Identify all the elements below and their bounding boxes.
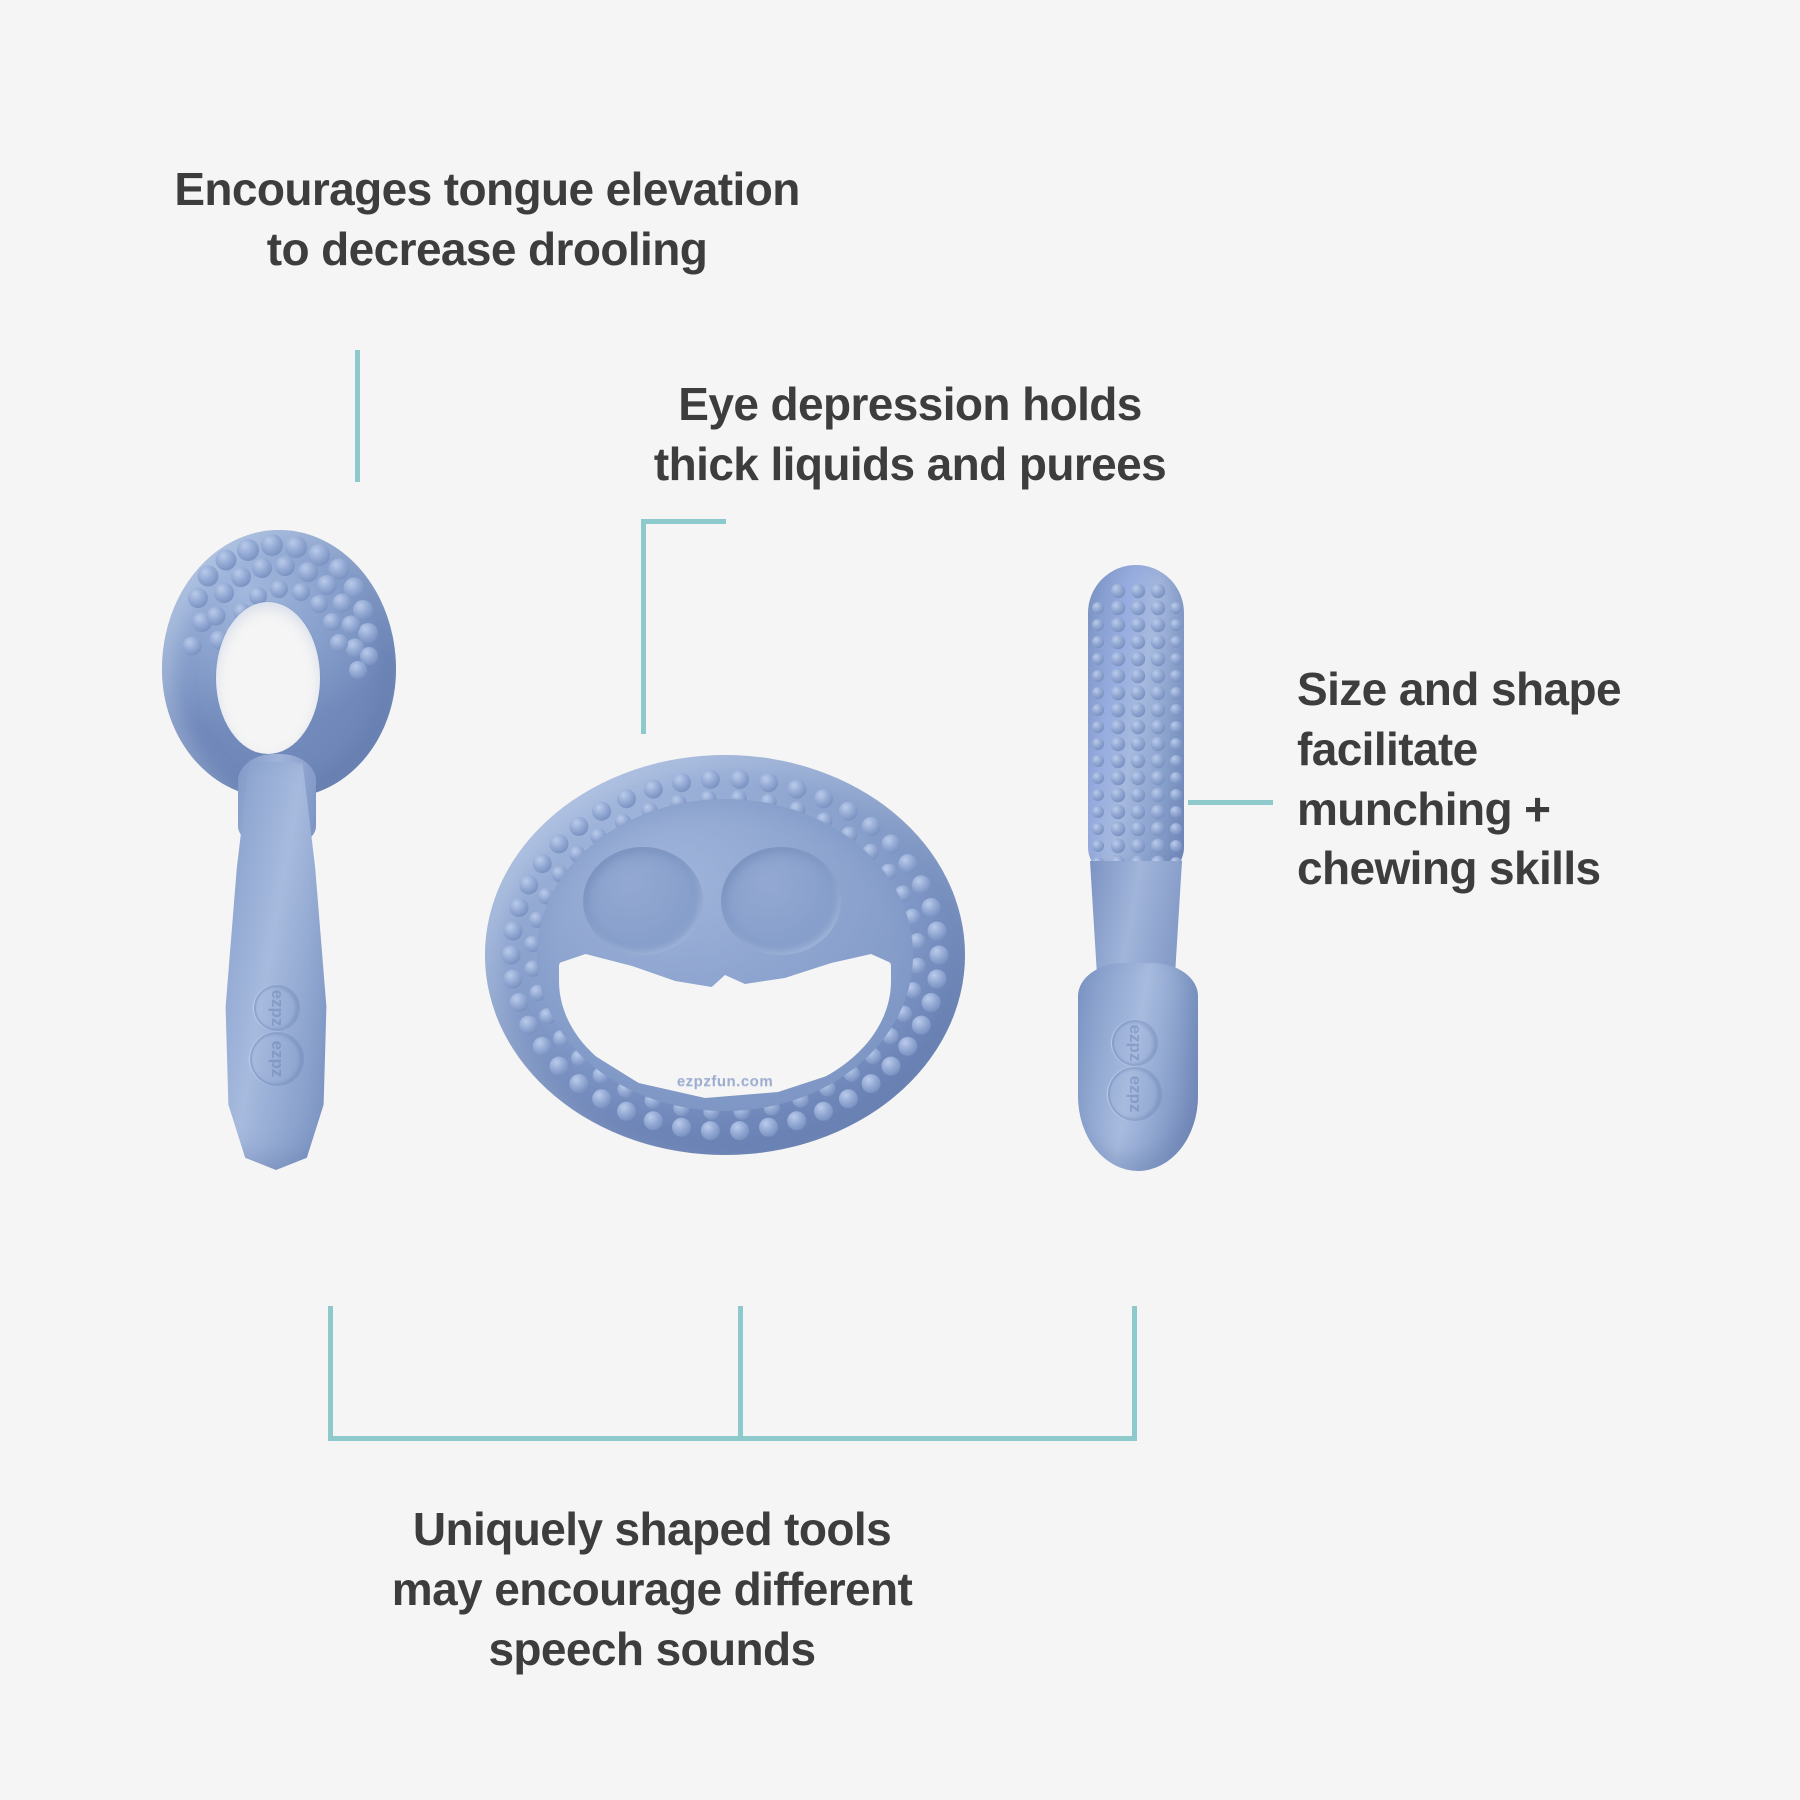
product-chewy-stick: ezpz ezpz <box>1050 565 1250 1171</box>
stick-textured-head <box>1088 565 1184 877</box>
stick-handle <box>1078 963 1198 1171</box>
ezpz-logo-stamp-upper: ezpz <box>254 985 300 1031</box>
ezpz-logo-stamp-stick-upper: ezpz <box>1112 1020 1158 1066</box>
callout-tongue-elevation: Encourages tongue elevation to decrease … <box>174 163 800 275</box>
connector-tongue-vertical <box>355 350 360 482</box>
oval-eye-depression-right <box>721 847 841 955</box>
connector-speech-left-vertical <box>328 1306 333 1440</box>
ezpz-logo-stamp-lower: ezpz <box>250 1032 304 1086</box>
ring-handle <box>225 762 327 1170</box>
connector-eye-vertical <box>641 519 646 734</box>
connector-eye-horizontal <box>641 519 726 524</box>
ezpz-logo-stamp-stick-lower: ezpz <box>1108 1067 1162 1121</box>
stick-taper <box>1090 861 1182 981</box>
connector-speech-right-vertical <box>1132 1306 1137 1440</box>
stick-bump-texture <box>1092 583 1182 871</box>
connector-speech-horizontal <box>328 1436 1137 1441</box>
callout-eye-depression: Eye depression holds thick liquids and p… <box>653 378 1167 490</box>
oval-brand-text: ezpzfun.com <box>676 1073 774 1090</box>
connector-speech-middle-vertical <box>738 1306 743 1440</box>
oval-eye-depression-left <box>583 847 703 955</box>
callout-speech-sounds: Uniquely shaped tools may encourage diff… <box>391 1503 913 1675</box>
callout-size-and-shape: Size and shape facilitate munching + che… <box>1297 663 1622 895</box>
product-ring-teether: ezpz ezpz <box>150 530 440 1170</box>
product-oval-teether: ezpzfun.com <box>485 755 965 1155</box>
ring-center-hole <box>216 602 320 754</box>
connector-size-horizontal <box>1188 800 1273 805</box>
